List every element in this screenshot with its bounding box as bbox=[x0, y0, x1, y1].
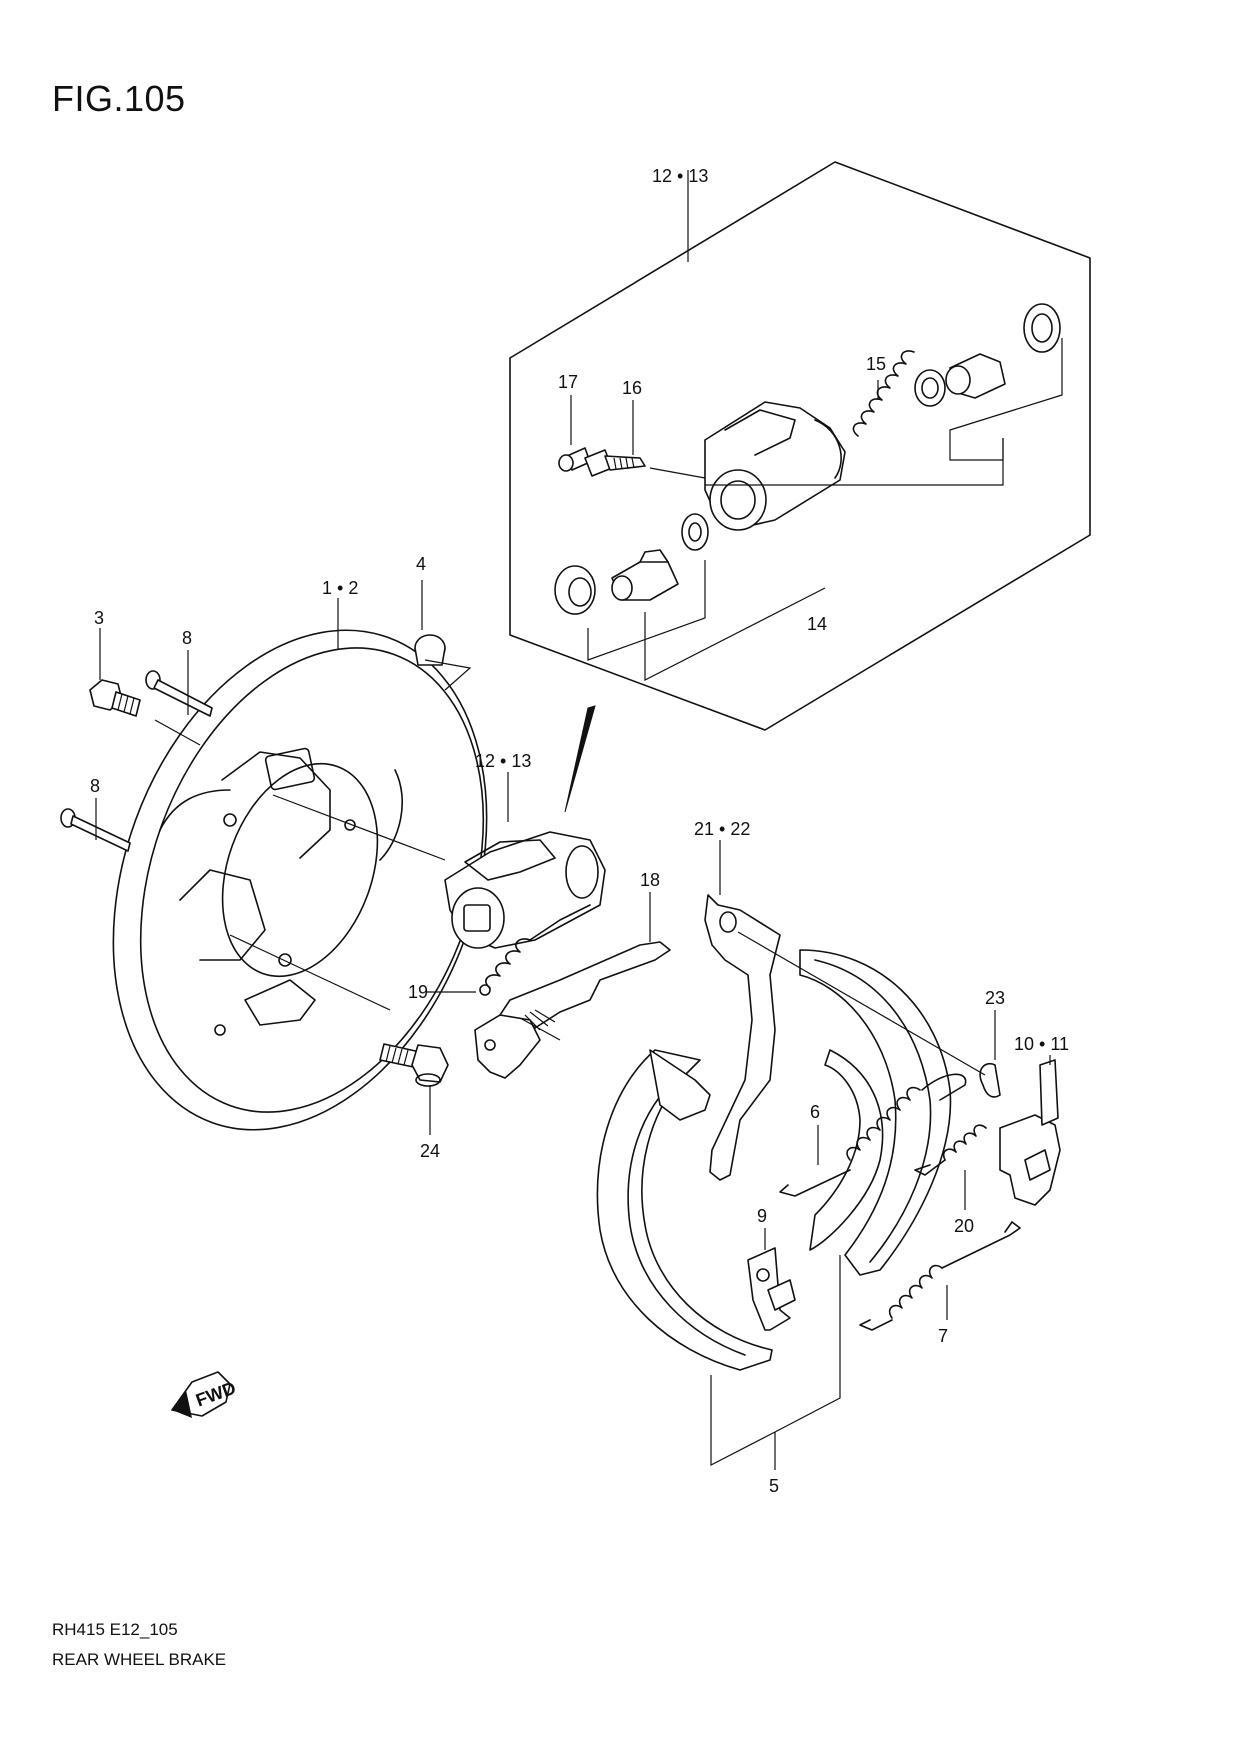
piston-cup-left bbox=[681, 513, 709, 551]
dust-boot-left bbox=[554, 565, 596, 615]
callout-23: 23 bbox=[985, 988, 1005, 1008]
lower-return-spring bbox=[859, 1221, 1021, 1331]
adjuster-lever bbox=[474, 892, 671, 1079]
brake-shoe-front bbox=[596, 1049, 773, 1371]
callout-9: 9 bbox=[757, 1206, 767, 1226]
callout-18: 18 bbox=[640, 870, 660, 890]
callout-17: 17 bbox=[558, 372, 578, 392]
brake-shoe-rear bbox=[799, 949, 952, 1276]
callout-8-lower: 8 bbox=[90, 776, 100, 796]
mounting-bolt bbox=[89, 679, 201, 746]
diagram-name: REAR WHEEL BRAKE bbox=[52, 1650, 227, 1669]
callout-12-13-mid: 12 • 13 bbox=[475, 751, 531, 771]
figure-title: FIG.105 bbox=[52, 78, 186, 119]
callout-19: 19 bbox=[408, 982, 428, 1002]
cylinder-bolt bbox=[379, 1043, 449, 1135]
bleeder-cap bbox=[558, 447, 591, 472]
callout-6: 6 bbox=[810, 1102, 820, 1122]
parking-brake-lever bbox=[704, 840, 781, 1181]
callout-4: 4 bbox=[416, 554, 426, 574]
backing-plate-leader-lines bbox=[95, 580, 446, 1011]
wheel-cylinder bbox=[444, 772, 606, 949]
bleeder-screw bbox=[584, 449, 646, 477]
adjuster-clip bbox=[999, 1055, 1061, 1206]
wheel-cylinder-kit-box bbox=[509, 161, 1091, 731]
callout-1-2: 1 • 2 bbox=[322, 578, 358, 598]
piston-right bbox=[945, 353, 1006, 399]
plate-plug bbox=[414, 634, 472, 691]
callout-14: 14 bbox=[807, 614, 827, 634]
shoe-hold-spring bbox=[914, 1124, 987, 1210]
callout-16: 16 bbox=[622, 378, 642, 398]
diagram-code: RH415 E12_105 bbox=[52, 1620, 178, 1639]
shoe-hold-down-clip bbox=[747, 1228, 796, 1331]
dust-boot-right bbox=[1023, 303, 1061, 353]
piston-cup-right bbox=[914, 369, 946, 407]
fwd-direction-arrow: FWD bbox=[171, 1371, 238, 1418]
callout-10-11: 10 • 11 bbox=[1014, 1034, 1069, 1054]
callout-21-22: 21 • 22 bbox=[694, 819, 750, 839]
kit-leader-lines bbox=[570, 170, 1063, 681]
callout-labels: 12 • 13 17 16 15 14 1 • 2 4 3 8 8 12 • 1… bbox=[90, 166, 1069, 1496]
adjuster-spring bbox=[426, 904, 591, 996]
shoe-set-bracket bbox=[710, 1255, 841, 1470]
hold-down-pin-lower bbox=[60, 808, 131, 852]
callout-20: 20 bbox=[954, 1216, 974, 1236]
hold-down-pin-upper bbox=[145, 670, 213, 717]
e-ring-clip bbox=[737, 931, 1001, 1098]
callout-12-13-top: 12 • 13 bbox=[652, 166, 708, 186]
wheel-cylinder-kit-body bbox=[704, 401, 846, 531]
upper-return-spring bbox=[779, 1073, 967, 1197]
callout-3: 3 bbox=[94, 608, 104, 628]
callout-7: 7 bbox=[938, 1326, 948, 1346]
callout-8-upper: 8 bbox=[182, 628, 192, 648]
callout-5: 5 bbox=[769, 1476, 779, 1496]
backing-plate bbox=[112, 629, 488, 1131]
callout-15: 15 bbox=[866, 354, 886, 374]
piston-left bbox=[611, 549, 679, 601]
kit-pointer bbox=[564, 705, 596, 813]
callout-24: 24 bbox=[420, 1141, 440, 1161]
